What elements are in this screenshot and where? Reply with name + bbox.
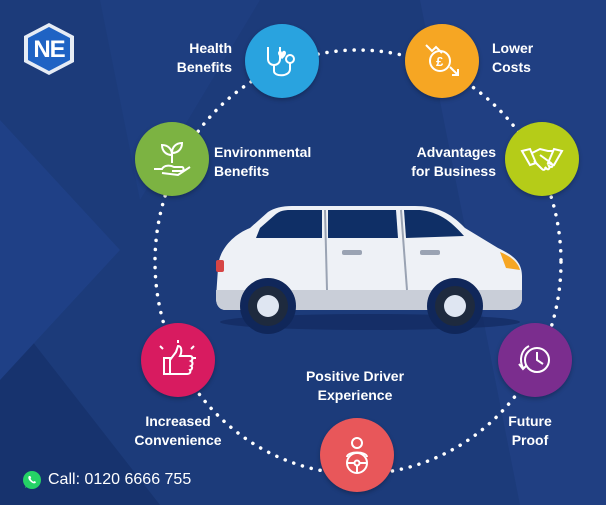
pound-coin-down-icon: £ bbox=[425, 44, 459, 76]
environmental-benefits-label: Environmental Benefits bbox=[214, 144, 312, 179]
plant-hand-icon bbox=[154, 141, 191, 177]
car-illustration bbox=[216, 206, 522, 334]
driver-steering-icon bbox=[346, 437, 368, 474]
health-benefits-node bbox=[245, 24, 319, 98]
handshake-icon bbox=[520, 147, 564, 171]
whatsapp-icon bbox=[23, 471, 41, 489]
contact-phone-text: Call: 0120 6666 755 bbox=[48, 471, 192, 488]
svg-text:£: £ bbox=[436, 54, 444, 69]
advantages-for-business-label: Advantages for Business bbox=[411, 144, 496, 179]
advantages-for-business-node bbox=[505, 122, 579, 196]
future-proof-label: Future Proof bbox=[508, 413, 552, 448]
future-proof-node bbox=[498, 323, 572, 397]
positive-driver-experience-label: Positive Driver Experience bbox=[305, 368, 405, 403]
increased-convenience-label: Increased Convenience bbox=[134, 413, 222, 448]
clock-arrow-icon bbox=[518, 345, 550, 373]
logo-text: NE bbox=[33, 36, 65, 63]
positive-driver-experience-node bbox=[320, 418, 394, 492]
ne-logo bbox=[24, 23, 74, 75]
increased-convenience-node bbox=[141, 323, 215, 397]
contact-phone[interactable]: Call: 0120 6666 755 bbox=[22, 470, 191, 490]
lower-costs-node: £ bbox=[405, 24, 479, 98]
thumbs-up-icon bbox=[159, 340, 196, 375]
health-benefits-label: Health Benefits bbox=[176, 40, 232, 75]
lower-costs-label: Lower Costs bbox=[492, 40, 534, 75]
stethoscope-heart-icon bbox=[267, 47, 295, 77]
environmental-benefits-node bbox=[135, 122, 209, 196]
